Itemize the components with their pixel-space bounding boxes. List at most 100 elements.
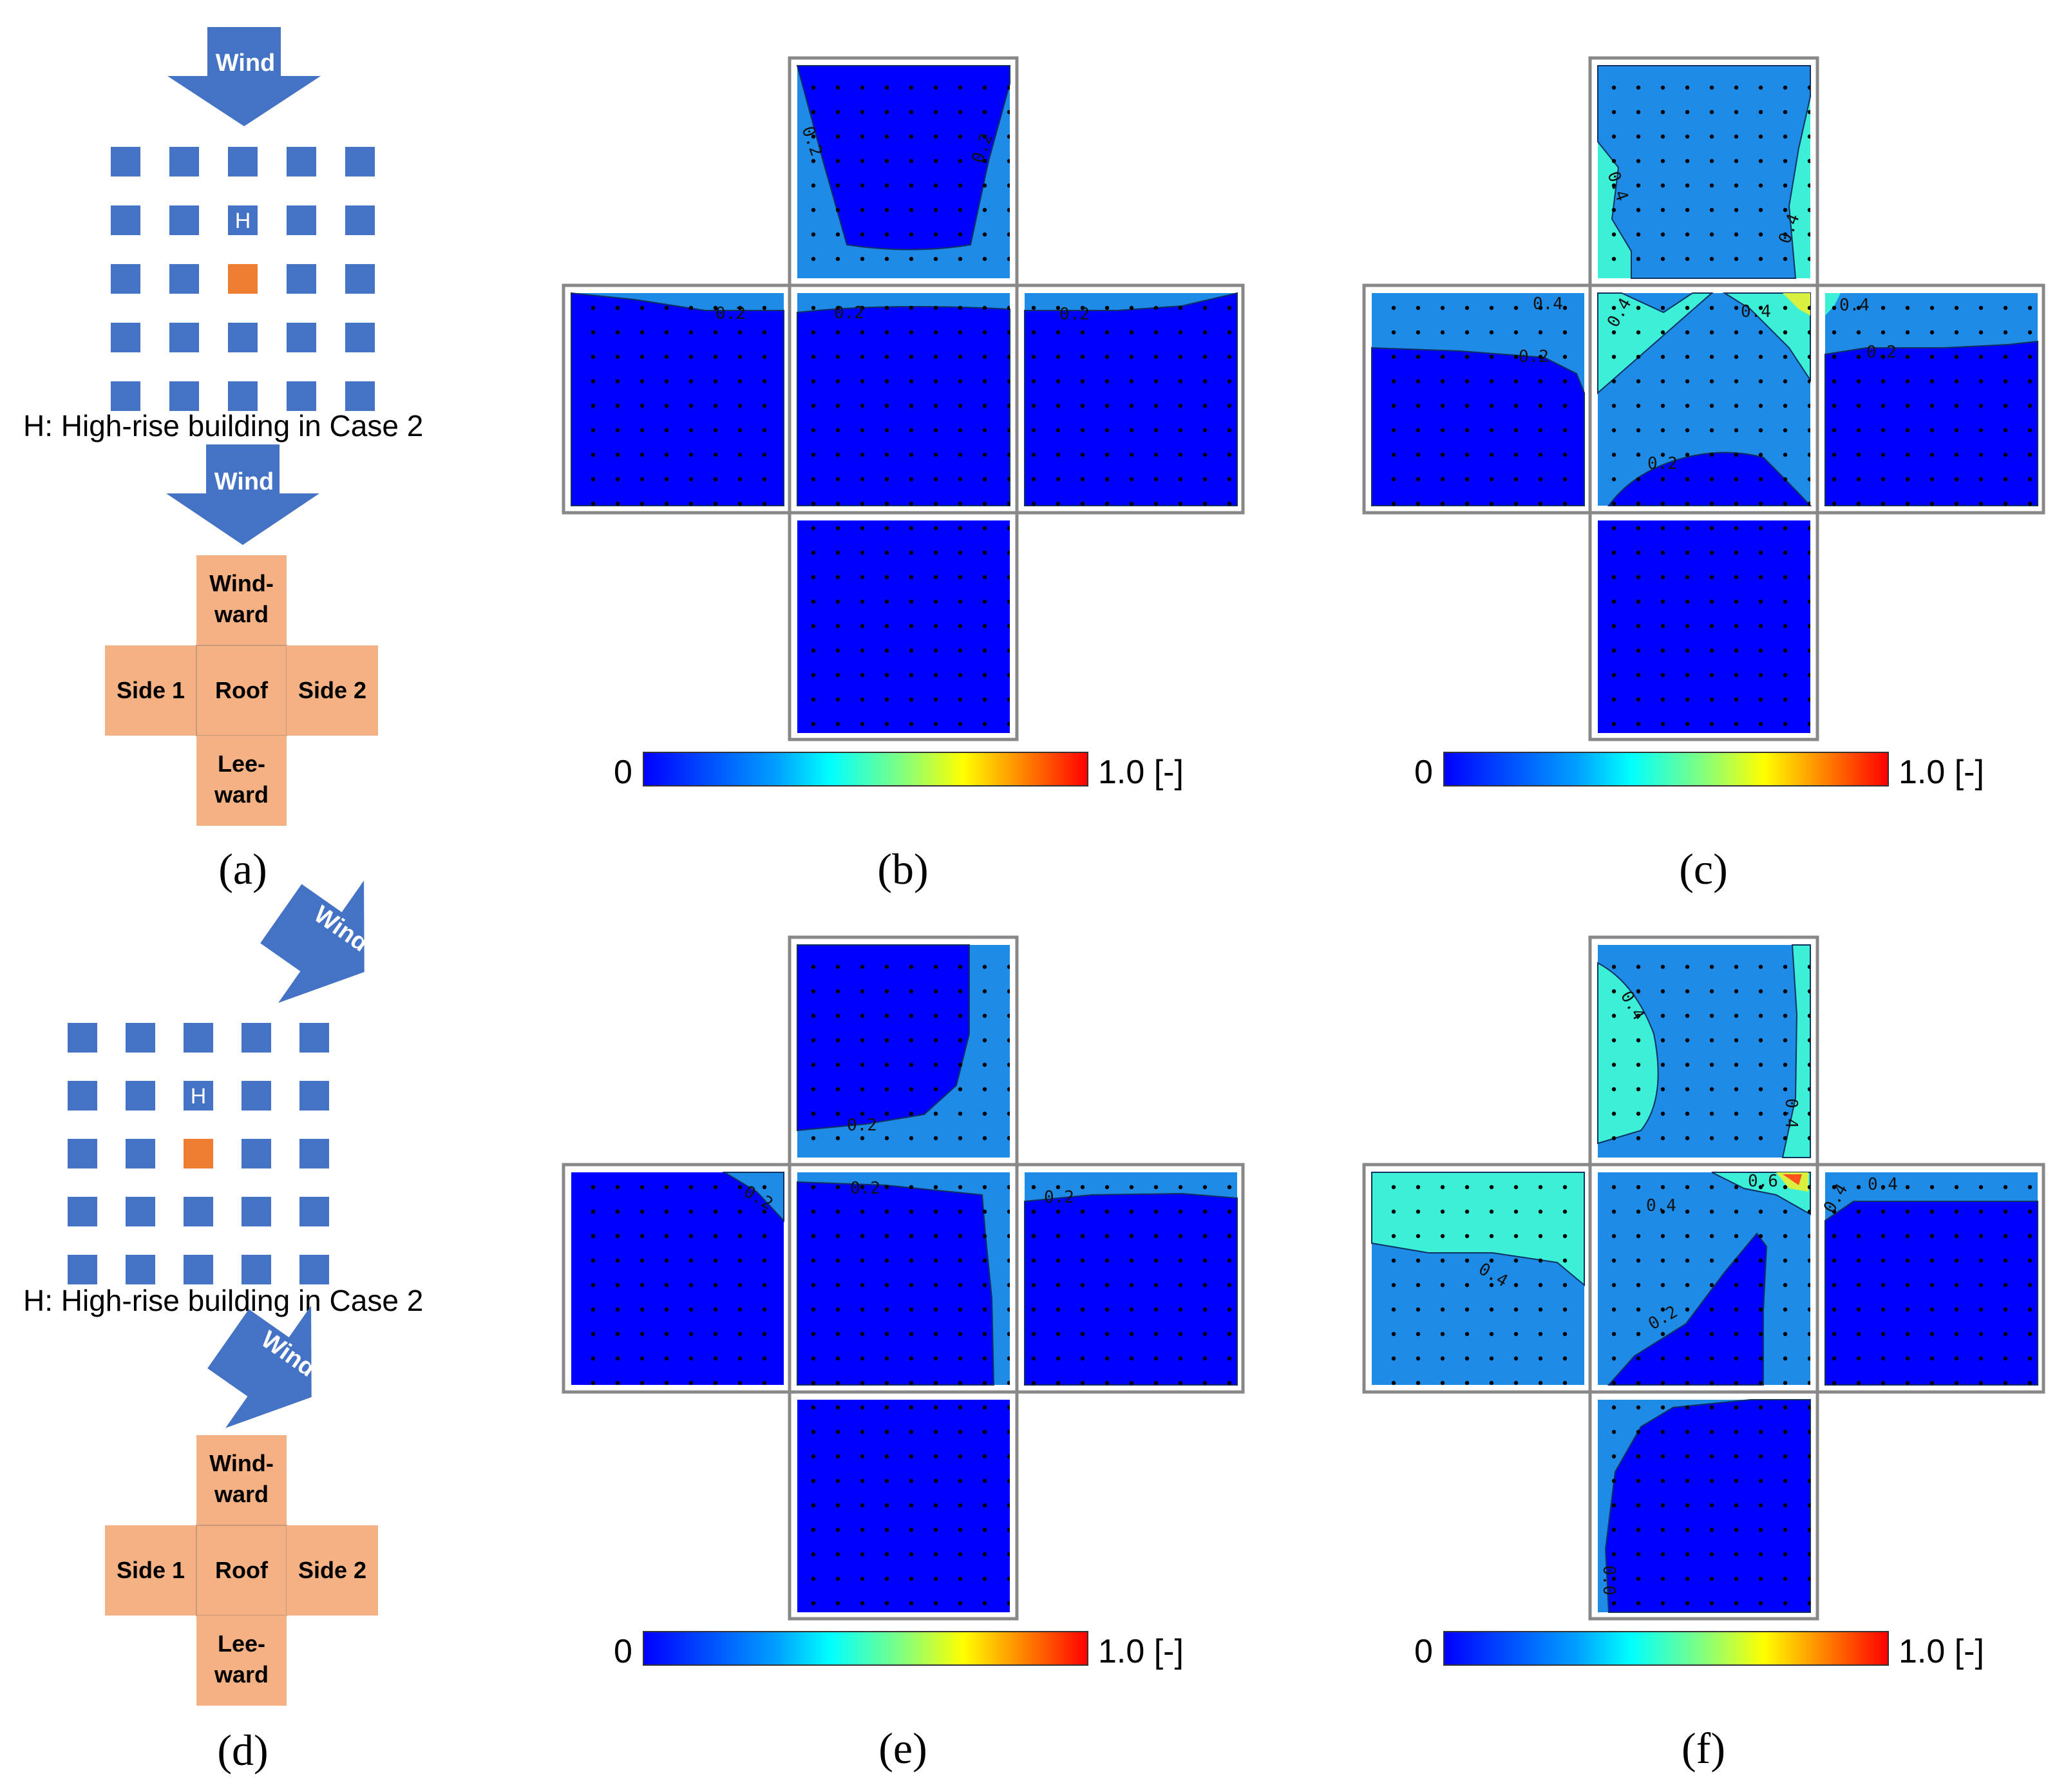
building-block [345,323,375,352]
contour-leeward [1598,520,1810,733]
contour-leeward [797,1400,1010,1612]
building-block [242,1197,271,1226]
panel-label-c: (c) [1679,844,1727,893]
building-block [345,381,375,411]
contour-label: 0.0 [1599,1565,1618,1596]
building-block [287,264,316,294]
building-block [228,381,258,411]
face-label-leeward: Lee- [218,750,265,777]
contour-side1 [571,1172,784,1385]
building-block [184,1197,213,1226]
colorbar-min-label: 0 [1414,754,1433,791]
contour-label: 0.2 [1519,347,1549,367]
wind-arrow-d-bottom: Wind [207,1305,320,1428]
target-building [228,264,258,294]
building-block [68,1197,97,1226]
colorbar-max-label: 1.0 [-] [1899,754,1984,791]
building-block [228,323,258,352]
face-label-windward: ward [214,601,269,627]
panel-e: 0.2 0.2 0.2 0.2 0 1.0 [-] (e) [562,935,1245,1773]
contour-windward [797,944,1010,1158]
building-block [68,1081,97,1110]
face-layout-a: Wind- ward Side 1 Roof Side 2 Lee- ward [105,555,378,826]
wind-arrow-a-bottom: Wind [166,444,319,545]
building-block [68,1139,97,1168]
building-block [287,147,316,176]
building-block [345,205,375,235]
contour-label: 0.2 [716,304,746,323]
face-frames [1362,935,2045,1621]
building-block [111,205,140,235]
building-block [169,147,199,176]
building-block [68,1255,97,1284]
colorbar: 0 1.0 [-] [1414,1631,1984,1670]
building-block [287,323,316,352]
face-label-windward: ward [214,1481,269,1507]
contour-label: 0.4 [1781,1098,1801,1129]
contour-roof [1597,292,1812,506]
colorbar: 0 1.0 [-] [614,1631,1184,1670]
building-block [111,381,140,411]
panel-label-b: (b) [877,844,928,893]
face-frames [562,56,1245,741]
building-block [299,1255,329,1284]
contour-windward [1597,65,1811,279]
contour-label: 0.2 [834,303,864,323]
building-block [126,1081,155,1110]
contour-leeward [1598,1399,1811,1613]
face-label-windward: Wind- [209,1450,274,1476]
colorbar-max-label: 1.0 [-] [1098,754,1184,791]
building-block [111,323,140,352]
colorbar-max-label: 1.0 [-] [1098,1633,1184,1670]
building-block [169,205,199,235]
highrise-caption-d: H: High-rise building in Case 2 [23,1284,423,1317]
building-block [242,1255,271,1284]
building-block [169,381,199,411]
face-label-leeward: ward [214,781,269,808]
building-block [345,264,375,294]
building-block [299,1081,329,1110]
highrise-marker: H [235,209,251,233]
wind-label: Wind [216,50,276,77]
target-building [184,1139,213,1168]
contour-leeward [797,520,1010,733]
colorbar-min-label: 0 [614,754,632,791]
panel-label-e: (e) [878,1724,927,1773]
contour-label: 0.2 [1647,454,1678,473]
building-block [126,1139,155,1168]
contour-side2 [1024,292,1238,506]
highrise-marker: H [191,1084,207,1109]
building-block [126,1023,155,1053]
contour-label: 0.4 [1741,302,1771,321]
panel-label-f: (f) [1682,1724,1725,1773]
face-label-side1: Side 1 [117,1557,185,1583]
wind-arrow-a-top: Wind [167,27,321,126]
panel-label-a: (a) [218,844,267,893]
contour-label: 0.2 [1059,305,1090,324]
building-grid-d: H [68,1023,329,1284]
building-block [228,147,258,176]
panel-f: 0.4 0.4 0.6 0.4 0.4 0.4 0.2 0.4 0.0 0 1.… [1362,935,2045,1773]
contour-label: 0.2 [850,1179,880,1198]
building-block [68,1023,97,1053]
face-label-roof: Roof [215,1557,269,1583]
contour-label: 0.6 [1748,1172,1778,1191]
panel-label-d: (d) [217,1726,268,1775]
colorbar-max-label: 1.0 [-] [1899,1633,1984,1670]
building-grid-a: H [111,147,375,411]
panel-b: 0.2 0.2 0.2 0.2 0.2 0 1.0 [-] (b) [562,56,1245,893]
contour-label: 0.4 [1868,1175,1898,1194]
face-label-leeward: Lee- [218,1630,265,1657]
building-block [169,323,199,352]
contour-roof [797,1172,1010,1386]
contour-roof [1598,1172,1811,1386]
building-block [111,264,140,294]
contour-windward [1597,944,1811,1158]
highrise-building [228,205,258,235]
contour-side2 [1824,1172,2038,1386]
contour-label: 0.2 [847,1116,877,1135]
building-block [287,381,316,411]
building-block [184,1023,213,1053]
face-label-roof: Roof [215,677,269,703]
